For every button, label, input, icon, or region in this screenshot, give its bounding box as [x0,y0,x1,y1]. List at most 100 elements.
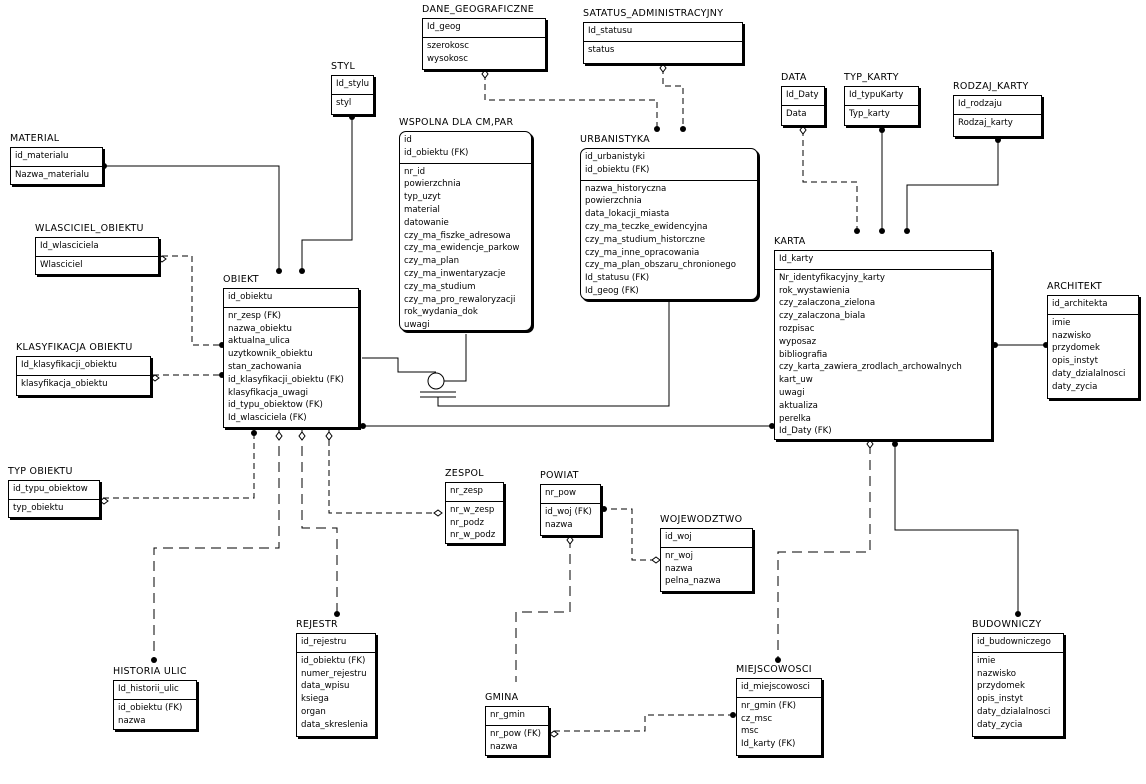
attribute-field: id_typu_obiektow (FK) [228,400,323,411]
attribute-field: uwagi [404,320,430,331]
primary-key-section: id_miejscowosci [737,679,821,698]
rel-dot [992,342,998,348]
rel-obiekt-rejestr [301,430,338,614]
rel-dot [892,441,898,447]
rel-diamond [651,556,661,564]
attribute-section: Wlasciciel [36,257,158,272]
attribute-field: Typ_karty [849,108,890,119]
subtype-circle [427,372,445,390]
attribute-field: wysokosc [427,53,468,64]
attribute-field: nr_gmin (FK) [741,700,796,711]
primary-key-field: nr_zesp [450,486,484,496]
rel-diamond [150,374,160,382]
entity-title: ZESPOL [445,468,484,479]
entity-title: WLASCICIEL_OBIEKTU [35,223,144,234]
attribute-field: stan_zachowania [228,361,302,372]
rel-dot [879,228,885,234]
primary-key-field: Id_statusu [588,26,633,36]
attribute-field: Id_karty (FK) [741,739,796,750]
rel-dot [601,506,607,512]
rel-obiekt-historia [153,430,280,660]
rel-dot [769,423,775,429]
attribute-section: Rodzaj_karty [954,115,1041,130]
attribute-field: material [404,204,440,215]
attribute-field: id_klasyfikacji_obiektu (FK) [228,374,344,385]
attribute-field: imie [977,655,996,666]
attribute-field: typ_obiektu [13,502,64,513]
primary-key-field: id_obiektu [228,292,273,302]
primary-key-field: Id_stylu [336,79,369,89]
entity-box: Id_klasyfikacji_obiektu klasyfikacja_obie… [16,356,151,396]
primary-key-field: Id_typuKarty [849,90,904,100]
attribute-field: data_wpisu [301,681,350,692]
rel-dot [276,268,282,274]
entity-title: WOJEWODZTWO [660,514,743,525]
attribute-field: Id_geog (FK) [585,285,639,296]
primary-key-section: Id_geog [423,19,545,38]
primary-key-field: id_urbanistyki [585,152,645,162]
rel-material-obiekt [103,165,280,272]
primary-key-field: id_budowniczego [977,637,1051,647]
attribute-field: pelna_nazwa [665,576,721,587]
rel-subtype-wspolna [444,334,467,382]
attribute-field: nazwisko [977,668,1017,679]
rel-dot [730,712,736,718]
attribute-field: klasyfikacja_uwagi [228,387,308,398]
primary-key-section: Id_stylu [332,76,373,95]
attribute-field: czy_ma_studium [404,281,476,292]
attribute-field: Id_statusu (FK) [585,273,650,284]
primary-key-field: id_typu_obiektow [13,484,88,494]
rel-dot [775,657,781,663]
rel-dot [349,114,355,120]
rel-diamond [298,431,306,441]
attribute-field: daty_dzialalnosci [1052,368,1126,379]
rel-wlasciciel-obiekt [162,255,222,346]
rel-zespol-obiekt [328,430,442,514]
rel-dot [299,268,305,274]
primary-key-section: id_typu_obiektow [9,481,99,500]
attribute-field: Data [786,108,807,119]
rel-obiekt-subtype [362,357,436,373]
primary-key-field: id_obiektu (FK) [404,147,469,158]
primary-key-section: nr_gmin [486,707,548,726]
entity-title: WSPOLNA DLA CM,PAR [399,117,514,128]
attribute-section: klasyfikacja_obiektu [17,376,150,391]
attribute-field: id_obiektu (FK) [301,655,366,666]
primary-key-field: Id_klasyfikacji_obiektu [21,360,117,370]
attribute-field: czy_ma_ewidencje_parkow [404,243,520,254]
attribute-field: perelka [779,413,811,424]
primary-key-field: id_materialu [15,151,69,161]
attribute-section: status [584,42,742,57]
primary-key-section: Id_rodzaju [954,96,1041,115]
attribute-field: wyposaz [779,336,817,347]
rel-dot [680,126,686,132]
primary-key-field: id_architekta [1052,299,1108,309]
rel-status-urbanistyka [662,68,684,128]
